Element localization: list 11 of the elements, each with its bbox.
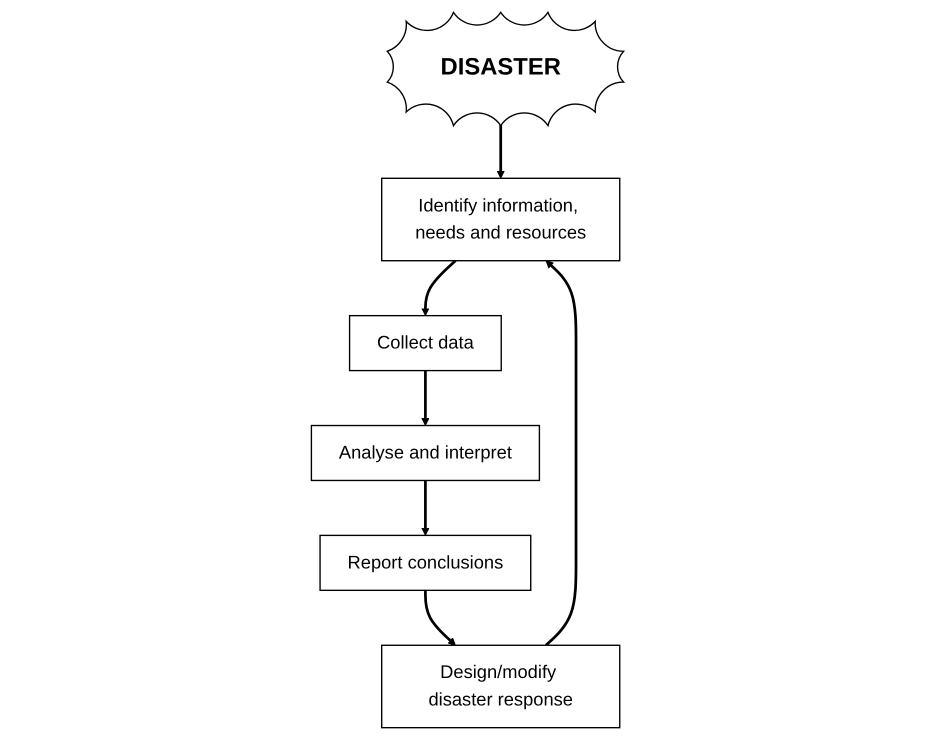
arrow — [496, 123, 505, 179]
node-box: Analyse and interpret — [310, 424, 540, 482]
node-box: Collect data — [348, 314, 502, 372]
node-box: Design/modify disaster response — [381, 644, 620, 728]
arrow — [421, 480, 430, 536]
arrow — [544, 260, 578, 646]
arrow — [424, 590, 456, 646]
node-box: Identify information, needs and resources — [381, 178, 620, 262]
arrow — [421, 260, 456, 316]
arrow — [421, 370, 430, 426]
node-box: Report conclusions — [319, 534, 532, 592]
